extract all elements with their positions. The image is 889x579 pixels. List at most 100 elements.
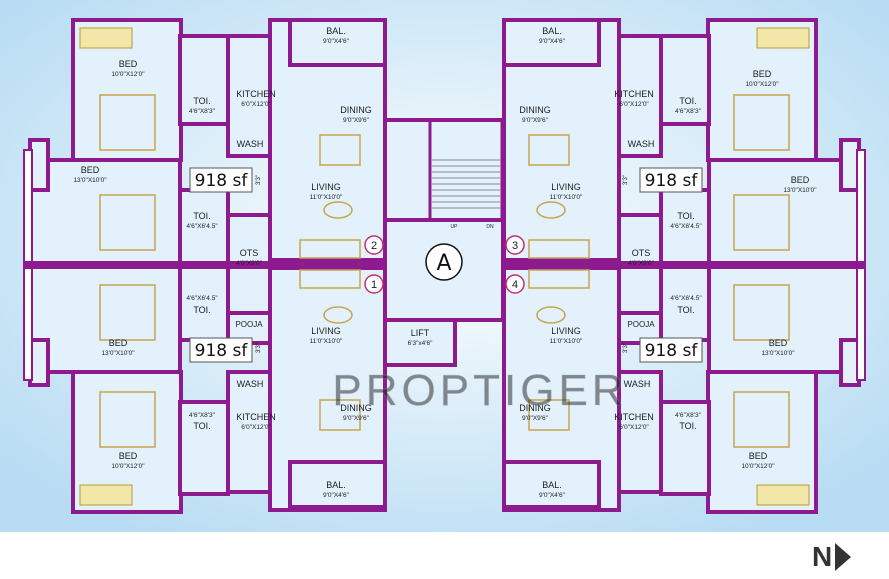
north-label: N xyxy=(812,541,833,572)
right-dining-table-1 xyxy=(528,399,570,431)
left-bed-lower-label: BED xyxy=(109,338,128,348)
left-dining-top-dim: 9'0"X9'6" xyxy=(343,117,370,124)
left-coffee-table-0 xyxy=(323,201,353,219)
right-bed-furniture-3 xyxy=(733,391,790,448)
left-bal-top-dim: 9'0"X4'6" xyxy=(323,38,350,45)
left-bed-furniture-2 xyxy=(99,284,156,341)
right-ots-lower xyxy=(617,263,663,315)
right-kitchen-bottom-dim: 6'0"X12'0" xyxy=(619,424,649,431)
right-wash-top-label: WASH xyxy=(628,139,655,149)
left-toi-lower-dim: 4'6"X6'4.5" xyxy=(186,295,218,302)
right-wardrobe-1 xyxy=(756,484,810,506)
right-sofa-1 xyxy=(528,269,590,289)
unit-marker-circle-2 xyxy=(364,235,384,255)
area-label-2: 918 sf xyxy=(195,171,249,191)
left-bed-furniture-1 xyxy=(99,194,156,251)
left-bed-furniture-0 xyxy=(99,94,156,151)
stair-inner xyxy=(428,118,504,222)
left-toi-top xyxy=(178,34,230,126)
left-wardrobe-1 xyxy=(79,484,133,506)
north-indicator: N xyxy=(812,540,872,574)
right-coffee-table-0 xyxy=(536,201,566,219)
left-toi-top-label: TOI. xyxy=(193,96,210,106)
left-wash-top-label: WASH xyxy=(237,139,264,149)
right-bal-bottom-dim: 9'0"X4'6" xyxy=(539,492,566,499)
right-ots-dim: 4'0"X9'0" xyxy=(628,260,655,267)
right-toi-top xyxy=(659,34,711,126)
right-bed-upper-dim: 13'0"X10'0" xyxy=(783,187,817,194)
right-bal-top-dim: 9'0"X4'6" xyxy=(539,38,566,45)
north-arrow-icon xyxy=(835,543,852,571)
right-bed-furniture-0 xyxy=(733,94,790,151)
right-bed-top-dim: 10'0"X12'0" xyxy=(745,81,779,88)
left-bal-top xyxy=(288,18,387,67)
right-pooja-label: POOJA xyxy=(627,320,655,329)
stair-up-label: UP xyxy=(451,224,459,230)
area-box-1 xyxy=(189,337,253,363)
left-toi-lower xyxy=(178,263,230,342)
right-wardrobe-0 xyxy=(756,27,810,49)
right-dining-bottom-dim: 9'0"X9'6" xyxy=(522,415,549,422)
left-kitchen-bottom-dim: 6'0"X12'0" xyxy=(241,424,271,431)
right-kitchen-top-label: KITCHEN xyxy=(614,89,654,99)
area-box-4 xyxy=(639,337,703,363)
right-toi-bottom-label: TOI. xyxy=(679,421,696,431)
area-box-3 xyxy=(639,167,703,193)
left-wardrobe-0 xyxy=(79,27,133,49)
left-ots-dim: 4'0"X9'0" xyxy=(236,260,263,267)
left-bed-upper-dim: 13'0"X10'0" xyxy=(73,177,107,184)
left-sofa-1 xyxy=(299,269,361,289)
right-toi-lower-label: TOI. xyxy=(677,305,694,315)
right-toi-bottom xyxy=(659,400,711,496)
unit-number-4: 4 xyxy=(512,279,518,291)
right-kitchen-bottom-label: KITCHEN xyxy=(614,412,654,422)
watermark: PROPTIGER xyxy=(332,366,627,415)
left-toi-bottom-dim: 4'6"X8'3" xyxy=(189,412,216,419)
right-dining-bottom-label: DINING xyxy=(519,403,551,413)
left-bed-furniture-3 xyxy=(99,391,156,448)
left-toi-upper-label: TOI. xyxy=(193,211,210,221)
right-toi-lower-dim: 4'6"X6'4.5" xyxy=(670,295,702,302)
left-bed-bottom-label: BED xyxy=(119,451,138,461)
stair-dn-label: DN xyxy=(486,224,494,230)
left-toi-bottom xyxy=(178,400,230,496)
right-ots-label: OTS xyxy=(632,248,651,258)
left-dining-bottom-label: DINING xyxy=(340,403,372,413)
left-dining-table-1 xyxy=(319,399,361,431)
left-toi-top-dim: 4'6"X8'3" xyxy=(189,108,216,115)
left-toi-lower-label: TOI. xyxy=(193,305,210,315)
left-sofa-0 xyxy=(299,239,361,259)
left-bed-bottom-dim: 10'0"X12'0" xyxy=(111,463,145,470)
left-kitchen-bottom-label: KITCHEN xyxy=(236,412,276,422)
right-living-top-label: LIVING xyxy=(551,182,581,192)
left-bal-top-label: BAL. xyxy=(326,26,346,36)
left-bed-top-label: BED xyxy=(119,59,138,69)
gap-dim-0: 3'3" xyxy=(256,175,262,185)
right-toi-bottom-dim: 4'6"X8'3" xyxy=(675,412,702,419)
right-bed-furniture-1 xyxy=(733,194,790,251)
right-bed-lower-dim: 13'0"X10'0" xyxy=(761,350,795,357)
unit-number-3: 3 xyxy=(512,240,518,252)
left-ots-lower xyxy=(226,263,272,315)
left-toi-bottom-label: TOI. xyxy=(193,421,210,431)
left-dining-table-0 xyxy=(319,134,361,166)
right-bed-bottom-label: BED xyxy=(749,451,768,461)
block-circle xyxy=(425,243,463,281)
left-kitchen-top-label: KITCHEN xyxy=(236,89,276,99)
right-dining-table-0 xyxy=(528,134,570,166)
left-pooja-label: POOJA xyxy=(235,320,263,329)
left-toi-upper-dim: 4'6"X6'4.5" xyxy=(186,223,218,230)
left-bed-lower-dim: 13'0"X10'0" xyxy=(101,350,135,357)
right-living-bottom-label: LIVING xyxy=(551,326,581,336)
left-bal-bottom xyxy=(288,460,387,509)
right-bed-bottom-dim: 10'0"X12'0" xyxy=(741,463,775,470)
right-bal-top xyxy=(502,18,601,67)
unit-number-1: 1 xyxy=(371,279,377,291)
left-ots-label: OTS xyxy=(240,248,259,258)
gap-dim-2: 3'3" xyxy=(623,175,629,185)
right-sofa-0 xyxy=(528,239,590,259)
right-toi-lower xyxy=(659,263,711,342)
unit-marker-circle-4 xyxy=(505,274,525,294)
area-label-4: 918 sf xyxy=(645,341,699,361)
